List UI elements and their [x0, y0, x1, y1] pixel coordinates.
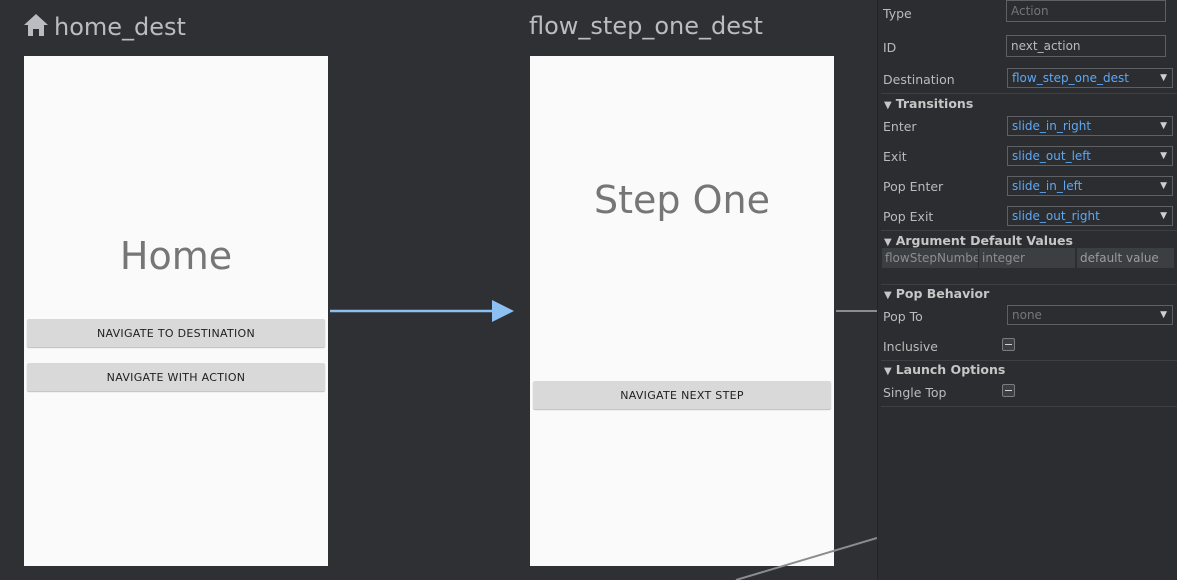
- exit-dropdown[interactable]: slide_out_left ▼: [1007, 146, 1173, 166]
- pop-exit-value: slide_out_right: [1012, 209, 1100, 223]
- chevron-down-icon: ▼: [1160, 211, 1167, 221]
- chevron-down-icon: ▼: [1160, 151, 1167, 161]
- outgoing-action-line-diagonal[interactable]: [700, 530, 877, 580]
- exit-value: slide_out_left: [1012, 149, 1092, 163]
- id-label: ID: [883, 40, 897, 55]
- home-heading: Home: [119, 234, 233, 278]
- pop-exit-label: Pop Exit: [883, 209, 934, 224]
- argument-default-value-field[interactable]: default value: [1077, 248, 1174, 268]
- pop-to-dropdown[interactable]: none ▼: [1007, 305, 1173, 325]
- transitions-section-header[interactable]: ▼Transitions: [884, 96, 973, 111]
- destination-label: Destination: [883, 72, 955, 87]
- pop-enter-label: Pop Enter: [883, 179, 944, 194]
- destination-dropdown[interactable]: flow_step_one_dest ▼: [1007, 68, 1173, 88]
- home-dest-title: home_dest: [22, 12, 186, 41]
- argument-defaults-section-header[interactable]: ▼Argument Default Values: [884, 233, 1073, 248]
- pop-behavior-title: Pop Behavior: [895, 286, 990, 301]
- home-icon: [24, 14, 48, 36]
- launch-options-title: Launch Options: [895, 362, 1006, 377]
- step-one-heading: Step One: [594, 178, 770, 222]
- action-arrow[interactable]: [328, 298, 518, 324]
- argument-defaults-title: Argument Default Values: [895, 233, 1073, 248]
- pop-enter-value: slide_in_left: [1012, 179, 1083, 193]
- single-top-checkbox[interactable]: [1002, 384, 1015, 397]
- enter-value: slide_in_right: [1012, 119, 1092, 133]
- argument-name-cell: flowStepNumbe: [882, 248, 978, 268]
- collapse-triangle-icon: ▼: [884, 290, 892, 301]
- launch-options-section-header[interactable]: ▼Launch Options: [884, 362, 1005, 377]
- chevron-down-icon: ▼: [1160, 121, 1167, 131]
- navigate-to-destination-button[interactable]: NAVIGATE TO DESTINATION: [27, 319, 325, 347]
- inclusive-checkbox[interactable]: [1002, 338, 1015, 351]
- pop-enter-dropdown[interactable]: slide_in_left ▼: [1007, 176, 1173, 196]
- single-top-label: Single Top: [883, 385, 947, 400]
- flow-step-one-dest-title: flow_step_one_dest: [529, 12, 763, 40]
- chevron-down-icon: ▼: [1160, 310, 1167, 320]
- divider: [881, 93, 1177, 94]
- home-dest-label: home_dest: [54, 13, 186, 41]
- divider: [881, 406, 1177, 407]
- type-field[interactable]: [1006, 0, 1166, 22]
- enter-dropdown[interactable]: slide_in_right ▼: [1007, 116, 1173, 136]
- exit-label: Exit: [883, 149, 907, 164]
- type-label: Type: [883, 6, 912, 21]
- enter-label: Enter: [883, 119, 917, 134]
- divider: [881, 284, 1177, 285]
- divider: [881, 230, 1177, 231]
- attributes-panel: Type ID Destination flow_step_one_dest ▼…: [877, 0, 1177, 580]
- pop-to-label: Pop To: [883, 309, 923, 324]
- navigate-next-step-button[interactable]: NAVIGATE NEXT STEP: [533, 381, 831, 409]
- outgoing-action-line[interactable]: [836, 310, 877, 312]
- destination-value: flow_step_one_dest: [1012, 71, 1129, 85]
- id-field[interactable]: [1006, 35, 1166, 57]
- collapse-triangle-icon: ▼: [884, 237, 892, 248]
- chevron-down-icon: ▼: [1160, 73, 1167, 83]
- transitions-title: Transitions: [895, 96, 974, 111]
- pop-exit-dropdown[interactable]: slide_out_right ▼: [1007, 206, 1173, 226]
- divider: [881, 360, 1177, 361]
- inclusive-label: Inclusive: [883, 339, 938, 354]
- navigation-canvas[interactable]: home_dest Home NAVIGATE TO DESTINATION N…: [0, 0, 877, 580]
- pop-behavior-section-header[interactable]: ▼Pop Behavior: [884, 286, 989, 301]
- chevron-down-icon: ▼: [1160, 181, 1167, 191]
- flow-step-one-dest-screen[interactable]: Step One NAVIGATE NEXT STEP: [530, 56, 834, 566]
- navigate-with-action-button[interactable]: NAVIGATE WITH ACTION: [27, 363, 325, 391]
- collapse-triangle-icon: ▼: [884, 366, 892, 377]
- pop-to-value: none: [1012, 308, 1042, 322]
- collapse-triangle-icon: ▼: [884, 100, 892, 111]
- argument-type-cell: integer: [979, 248, 1075, 268]
- home-dest-screen[interactable]: Home NAVIGATE TO DESTINATION NAVIGATE WI…: [24, 56, 328, 566]
